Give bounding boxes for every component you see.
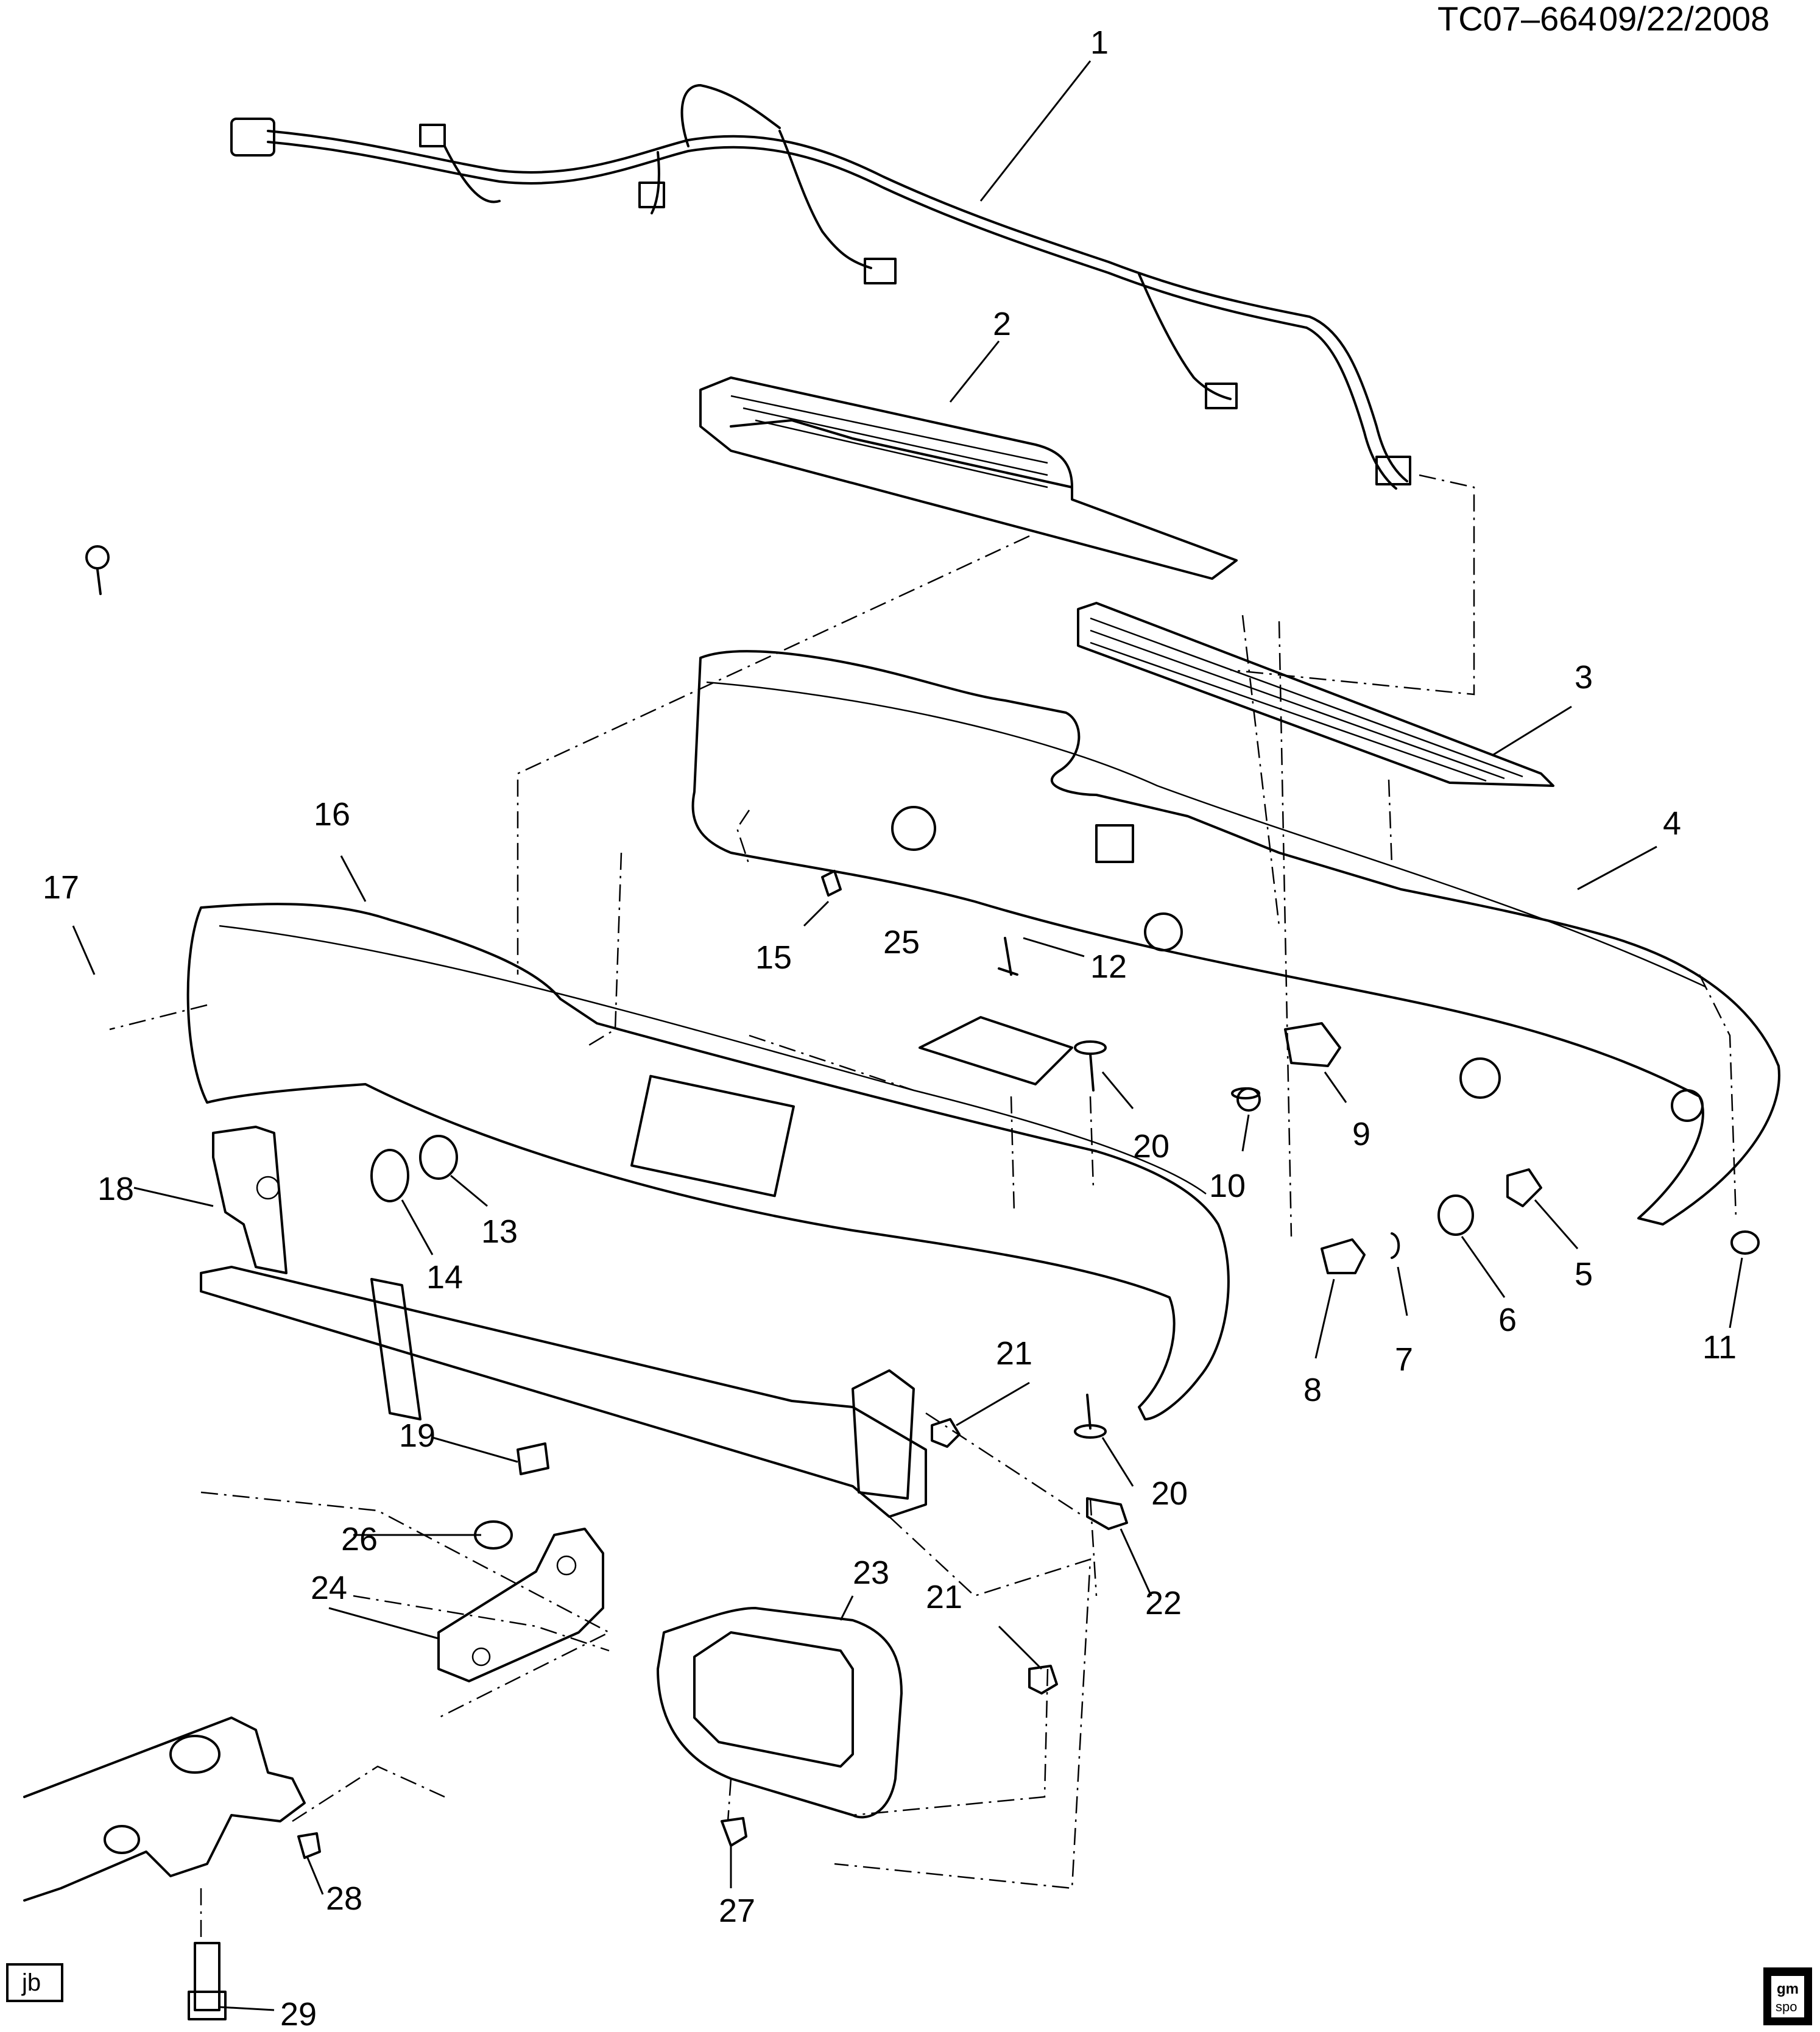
rear-bumper-bar <box>186 903 1230 1420</box>
frame-bracket-23 <box>657 1607 903 1819</box>
callout-19: 19 <box>399 1417 436 1454</box>
rear-bumper-fascia <box>691 650 1780 1226</box>
callout-27: 27 <box>719 1893 755 1929</box>
callout-8: 8 <box>1303 1372 1322 1408</box>
frame-rail <box>23 1716 306 1902</box>
callout-17: 17 <box>43 869 79 906</box>
callout-12: 12 <box>1090 948 1127 985</box>
callout-4: 4 <box>1663 805 1681 842</box>
frame-bracket-24 <box>437 1528 604 1682</box>
callout-5: 5 <box>1575 1256 1593 1293</box>
svg-text:spo: spo <box>1776 1999 1797 2014</box>
callout-22: 22 <box>1145 1585 1182 1621</box>
callout-3: 3 <box>1575 659 1593 696</box>
callout-14: 14 <box>426 1259 463 1296</box>
step-pad-right <box>1077 602 1554 787</box>
callout-20-upper: 20 <box>1133 1128 1169 1165</box>
callout-15: 15 <box>755 939 792 976</box>
callout-26: 26 <box>341 1521 378 1558</box>
callout-6: 6 <box>1498 1302 1517 1338</box>
fasteners <box>85 545 1760 2020</box>
callout-28: 28 <box>326 1880 362 1917</box>
step-pad-left <box>699 376 1238 580</box>
callout-21-upper: 21 <box>996 1335 1032 1372</box>
callout-25: 25 <box>883 924 920 961</box>
callout-13: 13 <box>481 1213 518 1250</box>
callout-7: 7 <box>1395 1341 1413 1378</box>
callout-leaders <box>72 60 1743 2011</box>
callout-29: 29 <box>280 1996 317 2032</box>
drawing-id: TC07–664 <box>1437 0 1597 38</box>
callout-11: 11 <box>1702 1329 1737 1366</box>
callout-18: 18 <box>97 1171 134 1207</box>
callout-21-lower: 21 <box>926 1579 962 1615</box>
callout-20-lower: 20 <box>1151 1475 1188 1512</box>
svg-text:gm: gm <box>1777 1981 1799 1997</box>
alignment-lines <box>109 474 1737 1937</box>
author-initials-box: jb <box>6 1963 63 2002</box>
callout-1: 1 <box>1090 24 1109 61</box>
drawing-date: 09/22/2008 <box>1599 0 1769 38</box>
author-initials: jb <box>21 1969 41 1996</box>
bumper-reinforcement <box>200 1126 927 1518</box>
gm-spo-logo-icon: gm spo <box>1763 1967 1812 2025</box>
callout-numbers: 1 2 3 4 5 6 7 8 9 10 11 12 13 14 15 16 1… <box>43 24 1737 2032</box>
callout-16: 16 <box>314 796 350 833</box>
callout-2: 2 <box>993 306 1011 342</box>
callout-24: 24 <box>311 1570 347 1606</box>
wiring-harness <box>230 84 1411 490</box>
callout-23: 23 <box>853 1554 889 1591</box>
callout-9: 9 <box>1352 1116 1370 1152</box>
callout-10: 10 <box>1209 1168 1246 1204</box>
